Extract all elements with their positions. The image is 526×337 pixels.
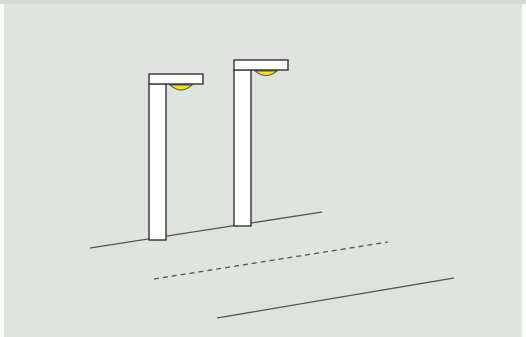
street-scene-svg — [4, 0, 522, 337]
lamp-arm-left — [149, 74, 203, 84]
lamp-pole-right — [234, 70, 251, 226]
lamp-pole-left — [149, 84, 166, 240]
lamp-arm-right — [234, 60, 288, 70]
street-scene-canvas — [4, 0, 522, 337]
scene-background — [4, 4, 522, 337]
